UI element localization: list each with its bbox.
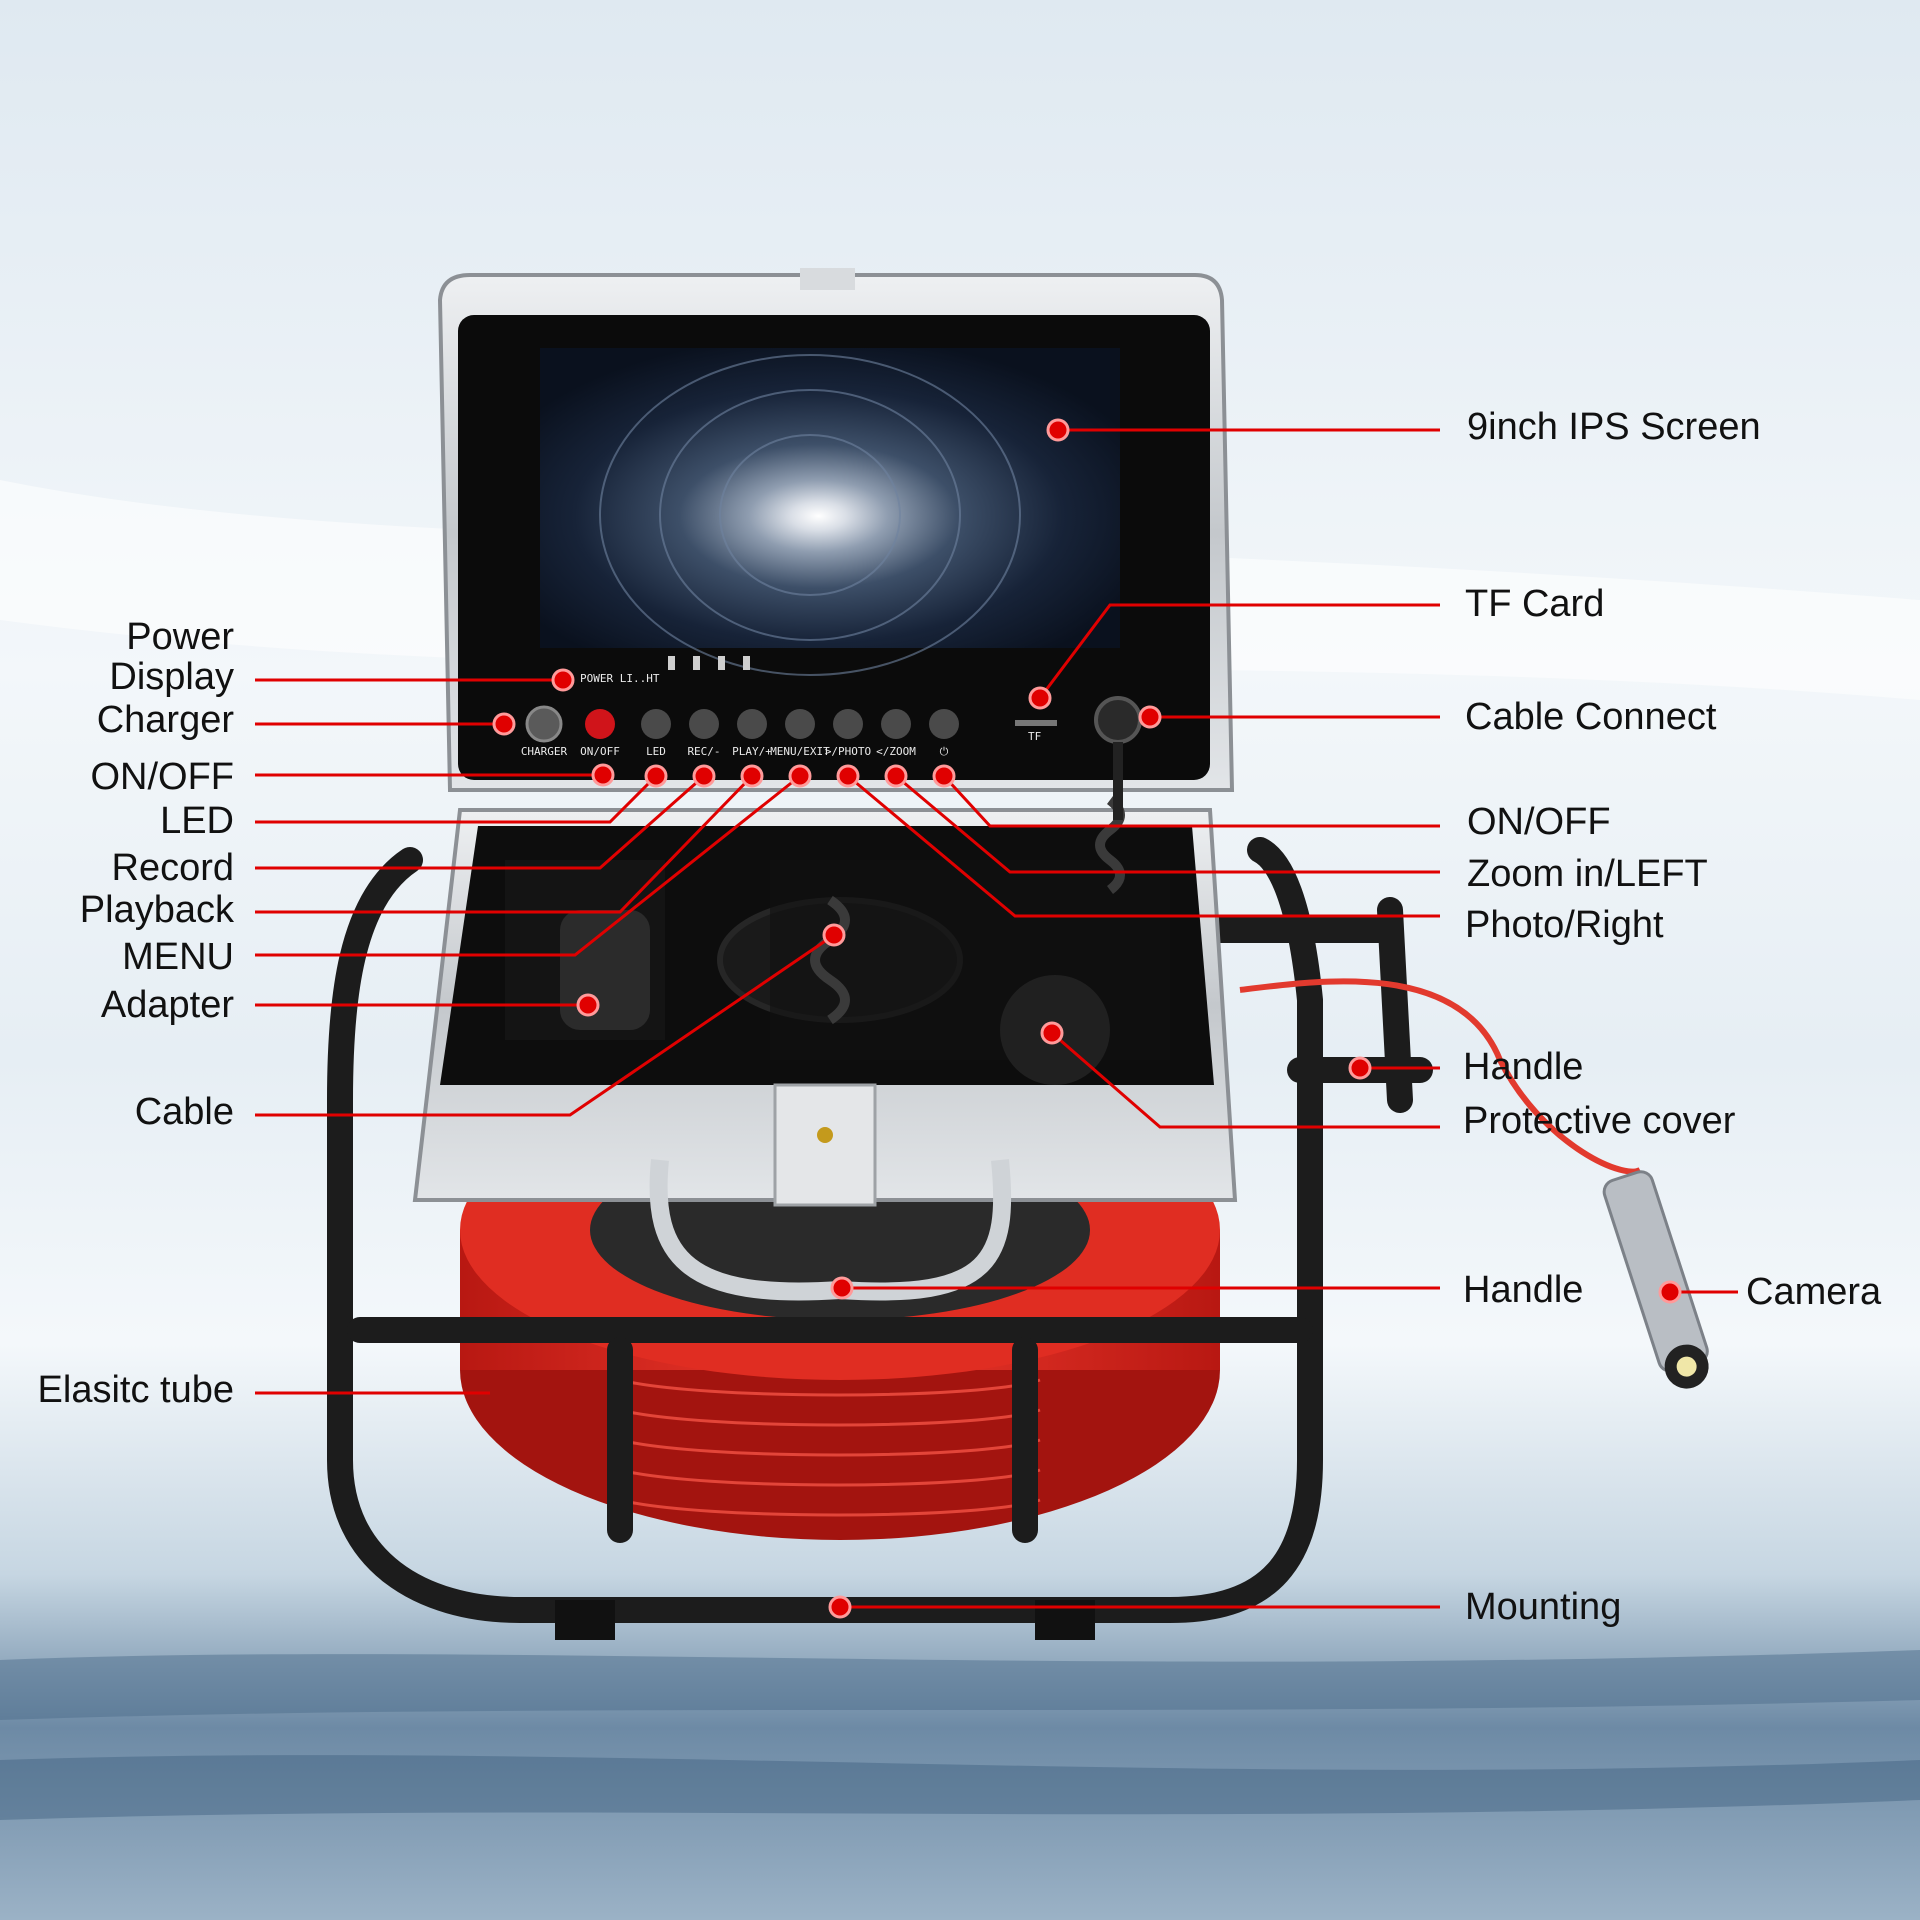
callout-dot bbox=[492, 712, 516, 736]
callout-dots bbox=[492, 418, 1682, 1619]
label-tf-card: TF Card bbox=[1465, 583, 1605, 625]
panel-label: LED bbox=[646, 745, 666, 758]
callout-dot bbox=[822, 923, 846, 947]
play-button bbox=[737, 709, 767, 739]
callout-dot bbox=[1046, 418, 1070, 442]
panel-button-labels: CHARGER ON/OFF LED REC/- PLAY/+ MENU/EXI… bbox=[521, 745, 949, 758]
label-on-off-right: ON/OFF bbox=[1467, 801, 1611, 843]
rec-button bbox=[689, 709, 719, 739]
case-lid: POWER LI..HT CHARGER ON/OFF LED REC/- PL… bbox=[437, 268, 1235, 820]
label-elastic-tube: Elasitc tube bbox=[37, 1369, 234, 1411]
label-mounting: Mounting bbox=[1465, 1586, 1622, 1628]
power-light-text: POWER LI..HT bbox=[580, 672, 660, 685]
callout-dot bbox=[828, 1595, 852, 1619]
panel-label: >/PHOTO bbox=[825, 745, 871, 758]
panel-buttons bbox=[525, 705, 959, 743]
label-photo-right: Photo/Right bbox=[1465, 904, 1664, 946]
label-camera: Camera bbox=[1746, 1271, 1882, 1313]
callout-dot bbox=[551, 668, 575, 692]
callout-dot bbox=[576, 993, 600, 1017]
tf-label: TF bbox=[1028, 730, 1041, 743]
callout-line bbox=[895, 774, 1440, 874]
zoom-button bbox=[881, 709, 911, 739]
case-bottom bbox=[412, 796, 1238, 1301]
led-button bbox=[641, 709, 671, 739]
callout-lines bbox=[255, 428, 1738, 1609]
label-power: Power bbox=[126, 616, 234, 658]
panel-label: MENU/EXIT bbox=[770, 745, 830, 758]
panel-label: </ZOOM bbox=[876, 745, 916, 758]
panel-label: REC/- bbox=[687, 745, 720, 758]
mounting-foot bbox=[555, 1600, 615, 1640]
power-button bbox=[929, 709, 959, 739]
callout-line bbox=[255, 774, 801, 957]
charger-port bbox=[525, 705, 563, 743]
callout-dot bbox=[692, 764, 716, 788]
label-ips-screen: 9inch IPS Screen bbox=[1467, 406, 1761, 448]
background-wave bbox=[0, 1755, 1920, 1820]
background-wave bbox=[0, 1650, 1920, 1720]
label-record: Record bbox=[111, 847, 235, 889]
callout-line bbox=[255, 774, 754, 914]
callout-line bbox=[1038, 603, 1440, 699]
label-protective-cover: Protective cover bbox=[1463, 1100, 1736, 1142]
label-handle-side: Handle bbox=[1463, 1046, 1584, 1088]
callout-dot bbox=[932, 764, 956, 788]
label-menu: MENU bbox=[122, 936, 234, 978]
callout-line bbox=[255, 933, 835, 1117]
callout-line bbox=[1051, 1031, 1440, 1129]
callout-dot bbox=[830, 1276, 854, 1300]
panel-label: ⏻ bbox=[940, 745, 949, 758]
label-charger: Charger bbox=[96, 699, 234, 741]
callout-line bbox=[847, 774, 1440, 918]
camera-cable bbox=[1239, 978, 1642, 1175]
battery-indicators bbox=[668, 656, 750, 670]
label-led: LED bbox=[160, 800, 234, 842]
callout-dot bbox=[740, 764, 764, 788]
camera-head bbox=[1602, 1170, 1709, 1389]
label-cable: Cable bbox=[134, 1091, 234, 1133]
callout-dot bbox=[884, 764, 908, 788]
label-zoom-left: Zoom in/LEFT bbox=[1467, 853, 1708, 895]
callout-dot bbox=[1658, 1280, 1682, 1304]
callout-dot bbox=[644, 764, 668, 788]
callout-line bbox=[942, 774, 1440, 828]
label-handle-front: Handle bbox=[1463, 1269, 1584, 1311]
callout-dot bbox=[836, 764, 860, 788]
on-off-button bbox=[585, 709, 615, 739]
label-on-off: ON/OFF bbox=[90, 756, 234, 798]
callout-dot bbox=[788, 764, 812, 788]
tf-slot bbox=[1015, 720, 1057, 726]
adapter-shape bbox=[560, 910, 650, 1030]
pipe-rings bbox=[599, 354, 1021, 676]
callout-dot bbox=[1028, 686, 1052, 710]
callout-dot bbox=[1138, 705, 1162, 729]
menu-button bbox=[785, 709, 815, 739]
callout-line bbox=[255, 774, 658, 824]
panel-label: CHARGER bbox=[521, 745, 568, 758]
photo-button bbox=[833, 709, 863, 739]
label-cable-connect: Cable Connect bbox=[1465, 696, 1717, 738]
label-display: Display bbox=[109, 656, 234, 698]
label-playback: Playback bbox=[79, 889, 234, 931]
callout-dot bbox=[1348, 1056, 1372, 1080]
callout-dot bbox=[1040, 1021, 1064, 1045]
panel-label: ON/OFF bbox=[580, 745, 620, 758]
label-adapter: Adapter bbox=[100, 984, 234, 1026]
callout-line bbox=[255, 774, 705, 870]
latch bbox=[773, 1083, 877, 1207]
callout-dot bbox=[591, 763, 615, 787]
cable-connector bbox=[1094, 696, 1142, 744]
panel-label: PLAY/+ bbox=[732, 745, 772, 758]
ips-screen bbox=[540, 348, 1120, 648]
